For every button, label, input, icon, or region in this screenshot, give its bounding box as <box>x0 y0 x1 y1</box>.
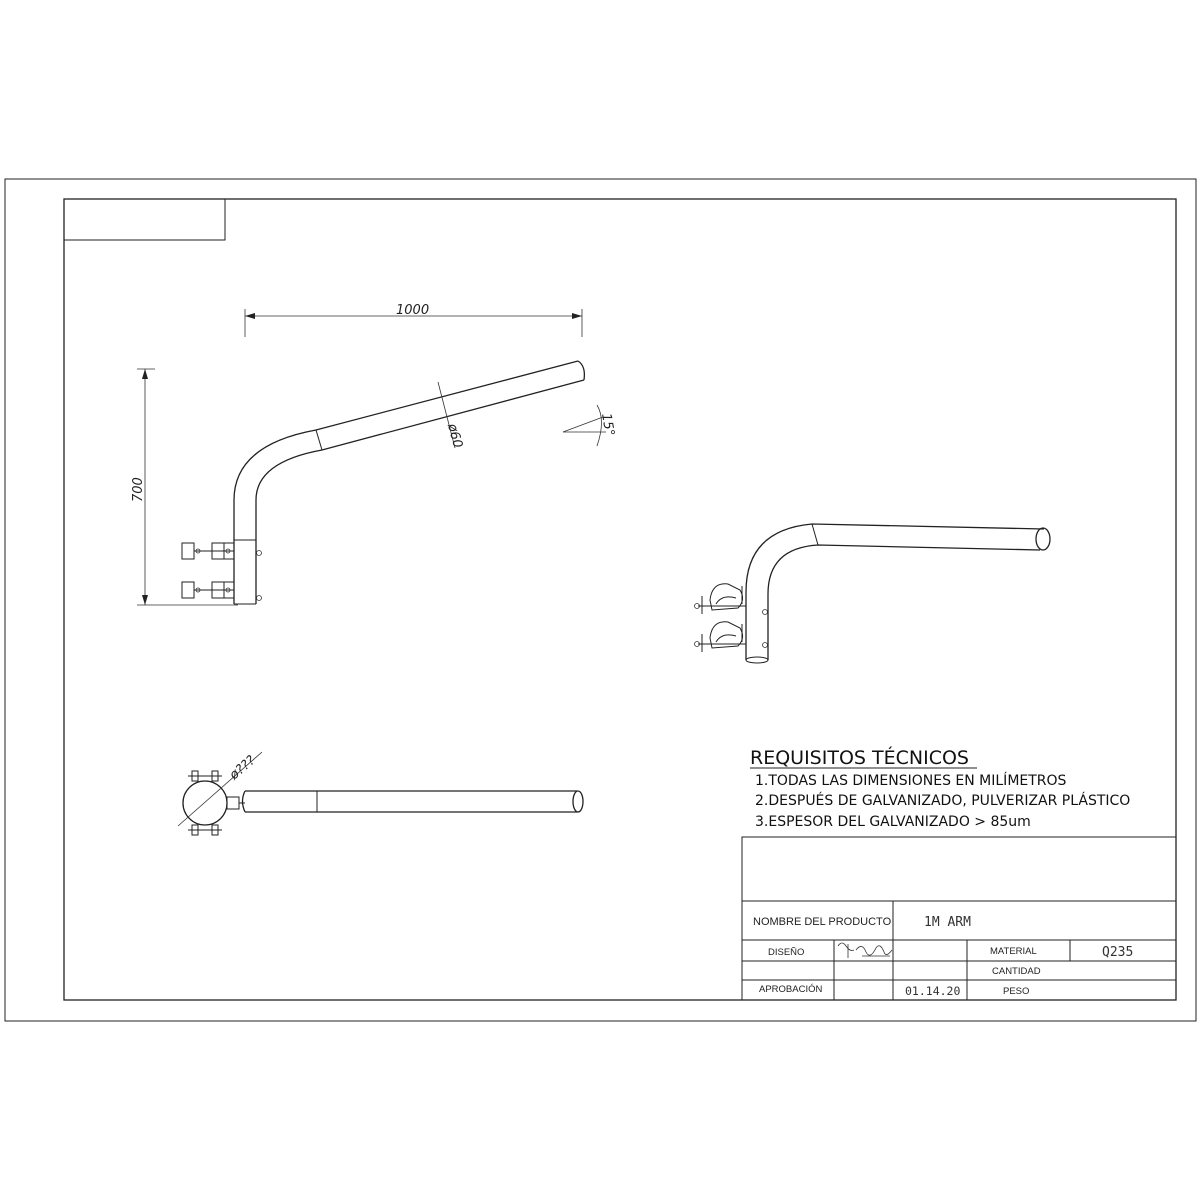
iso-clamp-lower <box>694 621 746 652</box>
quantity-label: CANTIDAD <box>992 966 1041 977</box>
designer-signature <box>837 942 893 958</box>
dimension-length: 1000 <box>396 303 429 318</box>
iso-clamp-upper <box>694 583 746 614</box>
title-block: NOMBRE DEL PRODUCTO 1M ARM DISEÑO MATERI… <box>741 836 1177 1001</box>
top-view: ø??? <box>177 751 584 836</box>
requirement-item: 3.ESPESOR DEL GALVANIZADO > 85um <box>755 814 1031 830</box>
front-view: 1000 700 <box>131 303 617 606</box>
requirement-item: 1.TODAS LAS DIMENSIONES EN MILÍMETROS <box>755 772 1067 789</box>
dimension-diameter: ø60 <box>444 421 465 450</box>
requirements-title: REQUISITOS TÉCNICOS <box>750 746 969 769</box>
approval-label: APROBACIÓN <box>759 984 822 995</box>
requirement-item: 2.DESPUÉS DE GALVANIZADO, PULVERIZAR PLÁ… <box>755 792 1130 809</box>
weight-label: PESO <box>1003 986 1029 997</box>
technical-requirements: REQUISITOS TÉCNICOS 1.TODAS LAS DIMENSIO… <box>750 746 1130 830</box>
wall-clamp-upper <box>181 542 235 560</box>
corner-label-box <box>63 198 226 241</box>
date-value: 01.14.20 <box>905 984 960 998</box>
inner-frame <box>63 198 1177 1001</box>
isometric-view <box>694 523 1051 664</box>
dimension-angle: 15° <box>598 412 617 437</box>
wall-clamp-lower <box>181 581 235 599</box>
dimension-height: 700 <box>131 477 146 502</box>
product-name-value: 1M ARM <box>924 915 971 930</box>
design-label: DISEÑO <box>768 947 804 958</box>
material-label: MATERIAL <box>990 946 1037 957</box>
product-name-label: NOMBRE DEL PRODUCTO <box>753 916 892 928</box>
material-value: Q235 <box>1102 945 1133 960</box>
outer-frame <box>4 178 1197 1022</box>
